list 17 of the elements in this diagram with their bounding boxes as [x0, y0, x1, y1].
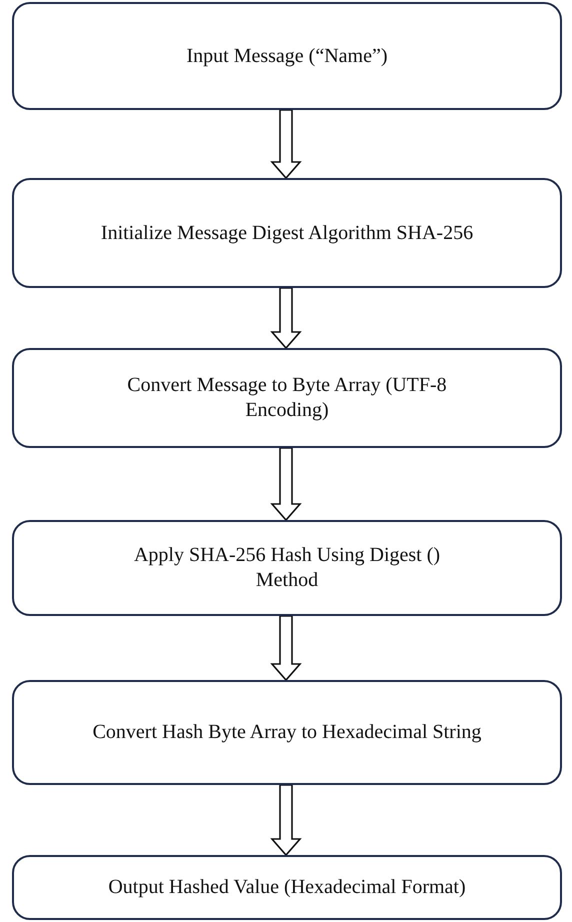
process-box	[12, 178, 562, 288]
process-box	[12, 680, 562, 785]
process-box	[12, 348, 562, 448]
hollow-arrow	[270, 109, 302, 180]
step-text: Convert Hash Byte Array to Hexadecimal String	[92, 720, 482, 745]
step-text: Input Message (“Name”)	[186, 44, 388, 68]
step-text: Apply SHA-256 Hash Using Digest () Method	[132, 543, 442, 593]
process-box	[12, 2, 562, 110]
hollow-arrow	[270, 615, 302, 682]
step-text: Initialize Message Digest Algorithm SHA-256	[100, 220, 474, 246]
hollow-arrow	[270, 447, 302, 522]
step-text: Convert Message to Byte Array (UTF-8 Encoding)	[126, 373, 448, 423]
hollow-arrow	[270, 287, 302, 350]
process-box	[12, 855, 562, 920]
step-text: Output Hashed Value (Hexadecimal Format)	[108, 875, 466, 900]
hollow-arrow	[270, 784, 302, 856]
process-box	[12, 520, 562, 616]
